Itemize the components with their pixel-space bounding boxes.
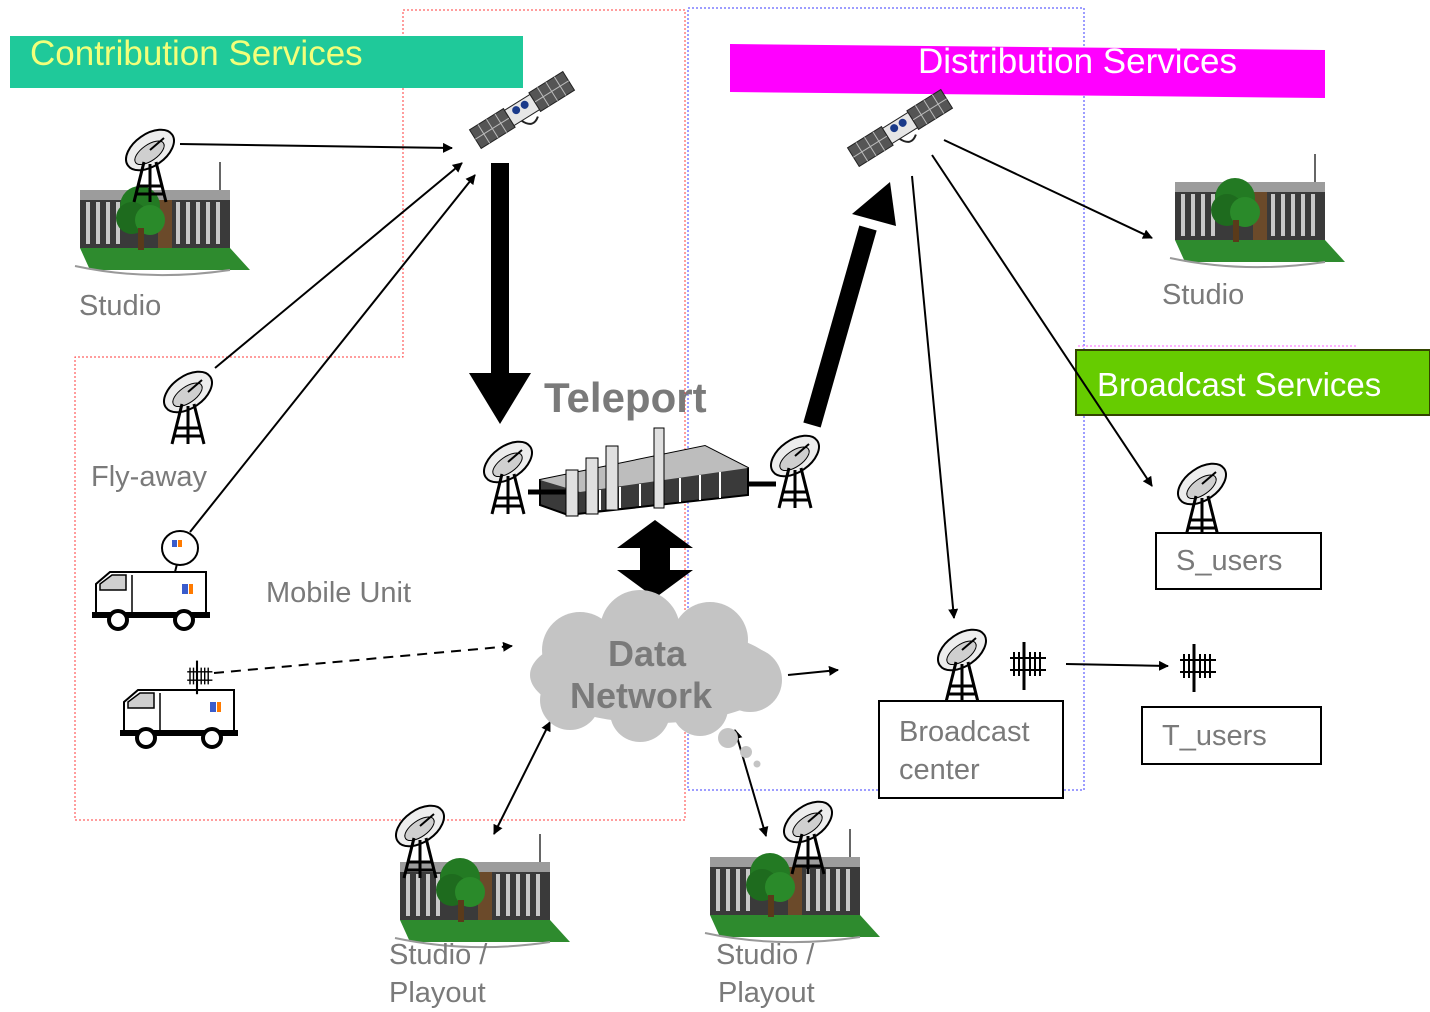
arrow-broadcast-to-t-users: [1065, 660, 1169, 671]
thick-arrow-satellite-to-teleport: [469, 163, 531, 424]
arrow-data-network-to-broadcast: [787, 665, 839, 676]
arrow-satellite-to-broadcast-center: [911, 175, 959, 619]
studio-dish-icon: [117, 119, 183, 204]
s-users-dish-icon: [1169, 453, 1235, 538]
studio-building-icon-right: [1169, 153, 1346, 269]
flyaway-dish-icon: [155, 361, 221, 446]
contribution-banner-bg: [10, 36, 523, 88]
broadcast-center-antenna-icon: [1008, 640, 1048, 692]
teleport-dish-icon-right: [762, 425, 828, 510]
s-users-label: S_users: [1176, 545, 1283, 577]
data-network-label-line2: Network: [570, 675, 713, 716]
fly-away-label: Fly-away: [91, 461, 208, 493]
playout-building-icon-b: [704, 828, 881, 944]
contribution-region-border: [74, 9, 686, 821]
t-users-antenna-icon: [1178, 642, 1218, 694]
broadcast-banner-bg: [1075, 349, 1430, 416]
studio-building-icon-left: [74, 161, 251, 277]
data-network-cloud-icon: [530, 590, 782, 768]
satellite-icon-distribution: [846, 88, 957, 173]
contribution-services-banner: Contribution Services: [30, 34, 363, 73]
thick-arrow-teleport-to-satellite: [803, 182, 896, 428]
data-network-label-line1: Data: [608, 633, 687, 674]
studio-playout-a-label-line1: Studio /: [389, 939, 488, 971]
arrow-data-network-playout-a: [493, 721, 551, 835]
arrow-studio-to-satellite: [179, 142, 453, 153]
teleport-label: Teleport: [544, 374, 707, 421]
arrow-flyaway-to-satellite: [214, 162, 463, 369]
studio-playout-a-label-line2: Playout: [389, 977, 486, 1009]
studio-playout-b-label-line2: Playout: [718, 977, 815, 1009]
t-users-label: T_users: [1162, 720, 1267, 752]
arrow-satellite-to-s-users: [931, 154, 1153, 487]
studio-left-label: Studio: [79, 290, 162, 322]
teleport-dish-icon-left: [475, 431, 541, 516]
distribution-services-banner: Distribution Services: [918, 42, 1237, 81]
arrow-mobile-to-data-network: [213, 641, 513, 674]
arrow-satellite-to-studio: [943, 139, 1153, 239]
distribution-banner-bg: [730, 44, 1325, 98]
broadcast-center-label-line1: Broadcast: [899, 716, 1030, 748]
teleport-building-icon: [528, 427, 776, 517]
studio-right-label: Studio: [1162, 279, 1245, 311]
s-users-box: [1155, 532, 1322, 590]
t-users-box: [1141, 706, 1322, 765]
arrow-mobile-to-satellite: [189, 174, 476, 533]
broadcast-center-label-line2: center: [899, 754, 980, 786]
double-arrow-teleport-data-network: [617, 520, 693, 598]
arrow-data-network-playout-b: [732, 729, 769, 837]
broadcast-center-dish-icon: [929, 619, 995, 704]
broadcast-center-box: [878, 700, 1064, 799]
terrestrial-van-icon: [118, 659, 240, 749]
broadcast-services-banner: Broadcast Services: [1097, 366, 1382, 403]
studio-playout-b-label-line1: Studio /: [716, 939, 815, 971]
mobile-unit-van-icon: [90, 530, 212, 631]
mobile-unit-label: Mobile Unit: [266, 577, 412, 609]
